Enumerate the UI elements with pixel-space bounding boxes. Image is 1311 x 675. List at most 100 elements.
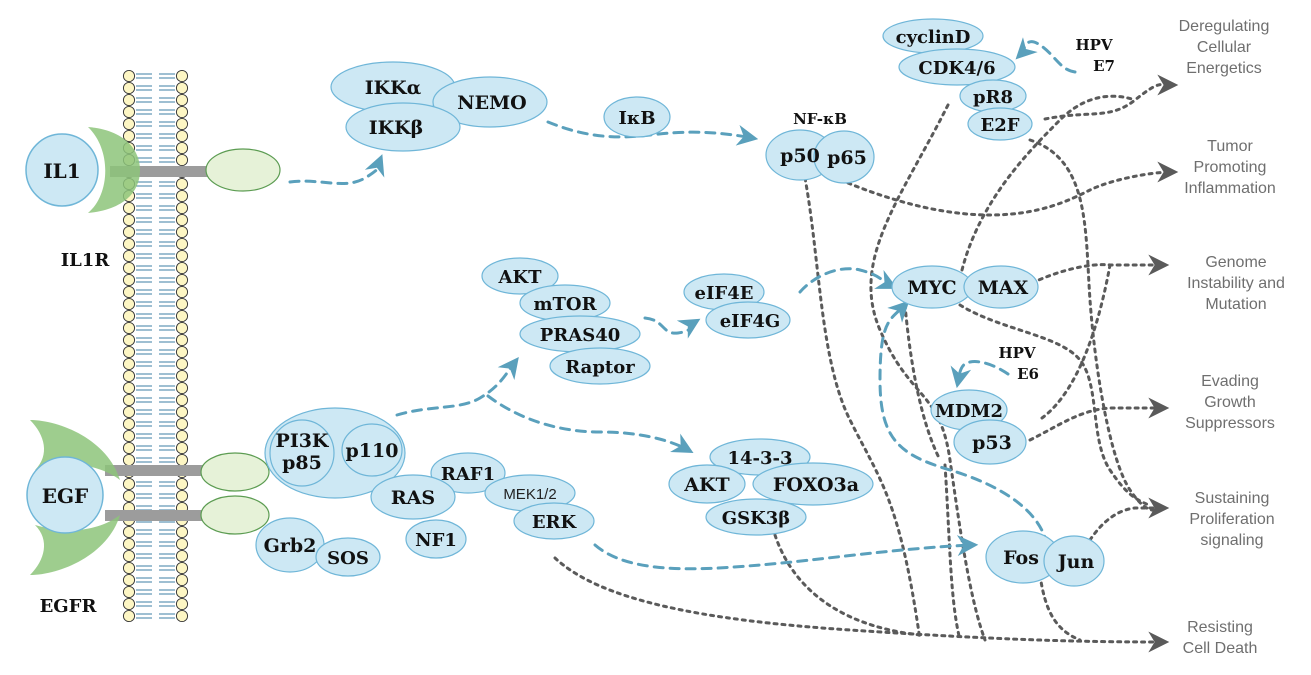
lipid-head (175, 141, 189, 155)
lipid-head (122, 285, 136, 299)
hallmark-inflammation-l3: Inflammation (1184, 180, 1276, 197)
lipid-head (122, 237, 136, 251)
hallmark-genome-l2: Instability and (1187, 275, 1285, 292)
hallmark-energetics-l1: Deregulating (1179, 18, 1270, 35)
lipid-head (175, 549, 189, 563)
node-ikb: IκB (618, 108, 655, 129)
lipid-head (175, 225, 189, 239)
hallmark-energetics-l2: Cellular (1197, 39, 1252, 56)
node-max: MAX (978, 277, 1029, 299)
lipid-head (122, 429, 136, 443)
arrow-erk-to-fos (593, 535, 979, 571)
lipid-head (175, 321, 189, 335)
node-pras40: PRAS40 (540, 325, 621, 346)
protein-labels: IKKα NEMO IKKβ IκB NF-κB p50 p65 AKT mTO… (264, 27, 1095, 573)
node-p110-shape (341, 423, 403, 477)
egfr-complex: EGF EGFR (26, 420, 270, 617)
arrow-p53-to-genome (1040, 263, 1112, 420)
il1r-stalk (110, 166, 210, 177)
lipid-head (122, 273, 136, 287)
lipid-head (122, 261, 136, 275)
blue-dashed-connections (288, 37, 1077, 571)
arrow-p53-to-suppressors (1028, 397, 1170, 442)
node-gsk3b: GSK3β (722, 508, 791, 529)
lipid-head (122, 525, 136, 539)
node-ikkb-shape (345, 102, 461, 152)
lipid-head (122, 93, 136, 107)
lipid-head (175, 105, 189, 119)
node-cdk46: CDK4/6 (918, 58, 995, 79)
node-ikb-shape (603, 96, 671, 138)
lipid-head (122, 333, 136, 347)
arrow-p50-to-death (803, 176, 922, 642)
lipid-head (122, 609, 136, 623)
nfkb-title: NF-κB (793, 110, 847, 128)
lipid-head (122, 297, 136, 311)
node-p85: p85 (282, 452, 322, 474)
lipid-head (122, 129, 136, 143)
node-erk: ERK (532, 512, 578, 533)
lipid-head (122, 249, 136, 263)
lipid-head (175, 273, 189, 287)
lipid-head (122, 309, 136, 323)
hallmark-genome-l1: Genome (1205, 254, 1266, 271)
arrow-pi3k-to-akt (395, 357, 519, 417)
lipid-head (122, 81, 136, 95)
lipid-head (122, 117, 136, 131)
arrow-fos-to-death (1038, 573, 1082, 642)
node-ras-shape (370, 474, 456, 520)
lipid-head (122, 213, 136, 227)
lipid-head (122, 549, 136, 563)
lipid-head (122, 369, 136, 383)
node-pr8: pR8 (973, 87, 1013, 108)
node-cyclind: cyclinD (896, 27, 971, 48)
lipid-head (122, 585, 136, 599)
lipid-head (175, 393, 189, 407)
lipid-head (175, 237, 189, 251)
lipid-head (175, 345, 189, 359)
arrow-e6-to-mdm2 (950, 360, 1010, 389)
lipid-head (175, 129, 189, 143)
node-foxo3a: FOXO3a (773, 474, 859, 496)
node-raf1: RAF1 (441, 464, 495, 485)
node-myc: MYC (907, 277, 956, 299)
lipid-head (175, 369, 189, 383)
lipid-head (122, 357, 136, 371)
egf-ligand (26, 456, 104, 534)
lipid-head (175, 189, 189, 203)
lipid-head (175, 441, 189, 455)
lipid-head (175, 153, 189, 167)
node-raptor-shape (549, 347, 651, 385)
node-e2f: E2F (980, 115, 1019, 136)
hpv-e6-line2: E6 (1017, 365, 1039, 383)
node-jun-shape (1043, 535, 1105, 587)
lipid-head (122, 537, 136, 551)
il1-ligand (25, 133, 99, 207)
node-sos: SOS (327, 548, 369, 569)
node-jun: Jun (1056, 551, 1095, 573)
egfr-stalk-top (105, 465, 205, 476)
arrow-pr8-to-death (869, 103, 987, 642)
lipid-head (175, 453, 189, 467)
il1r-label: IL1R (61, 250, 111, 271)
node-ikkb: IKKβ (369, 117, 424, 139)
hallmark-genome-l3: Mutation (1205, 296, 1266, 313)
arrow-e2f-to-energetics (1043, 74, 1179, 121)
egfr-stalk-bottom (105, 510, 205, 521)
node-akt2-shape (668, 464, 746, 504)
hallmark-suppressors-l3: Suppressors (1185, 415, 1275, 432)
lipid-head (122, 573, 136, 587)
node-p53: p53 (972, 432, 1012, 454)
node-eif4g-shape (705, 301, 791, 339)
node-max-shape (963, 265, 1039, 309)
lipid-head (175, 489, 189, 503)
lipid-head (122, 561, 136, 575)
node-fos: Fos (1003, 547, 1039, 569)
node-akt2: AKT (683, 474, 729, 496)
lipid-head (175, 249, 189, 263)
lipid-head (122, 105, 136, 119)
lipid-head (122, 405, 136, 419)
egfr-intracellular-domain-top (200, 452, 270, 492)
protein-nodes (255, 18, 1105, 587)
